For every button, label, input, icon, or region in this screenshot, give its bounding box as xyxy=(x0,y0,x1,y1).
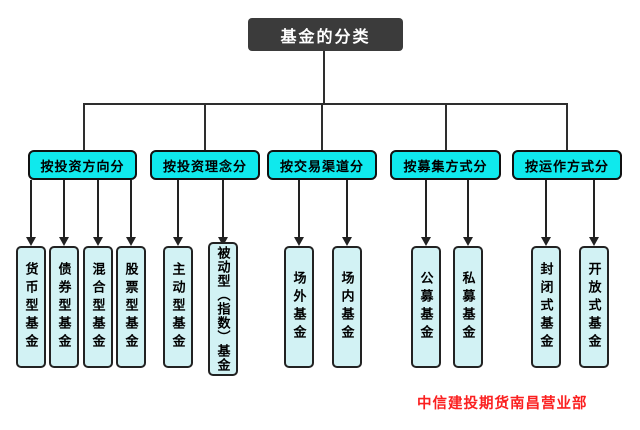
arrow-down-icon xyxy=(173,237,183,246)
leaf-node-active-fund: 主动型基金 xyxy=(163,246,193,368)
category-node-trading-channel: 按交易渠道分 xyxy=(267,150,377,180)
arrow-shaft xyxy=(298,180,300,238)
leaf-node-open-end-fund: 开放式基金 xyxy=(579,246,609,368)
arrow-shaft xyxy=(545,180,547,238)
connector-main-horizontal xyxy=(83,103,568,105)
leaf-node-bond-fund: 债券型基金 xyxy=(49,246,79,368)
leaf-node-public-fund: 公募基金 xyxy=(411,246,441,368)
arrow-down-icon xyxy=(589,237,599,246)
connector-branch-5 xyxy=(566,103,568,150)
arrow-shaft xyxy=(97,180,99,238)
leaf-node-money-fund: 货币型基金 xyxy=(16,246,46,368)
connector-branch-3 xyxy=(321,103,323,150)
category-node-investment-direction: 按投资方向分 xyxy=(28,150,137,180)
arrow-connector xyxy=(540,180,552,246)
arrow-shaft xyxy=(425,180,427,238)
root-node-title: 基金的分类 xyxy=(248,18,403,51)
category-node-fundraising-method: 按募集方式分 xyxy=(390,150,501,180)
arrow-down-icon xyxy=(463,237,473,246)
arrow-down-icon xyxy=(421,237,431,246)
arrow-down-icon xyxy=(59,237,69,246)
arrow-connector xyxy=(588,180,600,246)
leaf-node-otc-fund: 场外基金 xyxy=(284,246,314,368)
leaf-node-stock-fund: 股票型基金 xyxy=(116,246,146,368)
arrow-connector xyxy=(172,180,184,246)
arrow-down-icon xyxy=(26,237,36,246)
leaf-node-closed-end-fund: 封闭式基金 xyxy=(531,246,561,368)
connector-branch-2 xyxy=(204,103,206,150)
arrow-shaft xyxy=(130,180,132,238)
category-node-investment-philosophy: 按投资理念分 xyxy=(150,150,260,180)
connector-branch-4 xyxy=(445,103,447,150)
arrow-connector xyxy=(58,180,70,246)
arrow-connector xyxy=(462,180,474,246)
arrow-down-icon xyxy=(93,237,103,246)
leaf-node-private-fund: 私募基金 xyxy=(453,246,483,368)
arrow-connector xyxy=(125,180,137,246)
arrow-connector xyxy=(217,180,229,246)
category-node-operation-method: 按运作方式分 xyxy=(512,150,622,180)
arrow-connector xyxy=(420,180,432,246)
footer-watermark: 中信建投期货南昌营业部 xyxy=(417,396,588,412)
arrow-connector xyxy=(341,180,353,246)
arrow-connector xyxy=(92,180,104,246)
arrow-shaft xyxy=(30,180,32,238)
arrow-shaft xyxy=(346,180,348,238)
connector-root-stem xyxy=(323,51,325,104)
connector-branch-1 xyxy=(83,103,85,150)
arrow-shaft xyxy=(593,180,595,238)
arrow-shaft xyxy=(222,180,224,238)
arrow-down-icon xyxy=(541,237,551,246)
arrow-down-icon xyxy=(294,237,304,246)
arrow-connector xyxy=(25,180,37,246)
leaf-node-passive-index-fund: 被动型（指数）基金 xyxy=(208,242,238,376)
arrow-down-icon xyxy=(126,237,136,246)
arrow-shaft xyxy=(467,180,469,238)
arrow-down-icon xyxy=(218,237,228,246)
leaf-node-exchange-fund: 场内基金 xyxy=(332,246,362,368)
leaf-node-hybrid-fund: 混合型基金 xyxy=(83,246,113,368)
arrow-down-icon xyxy=(342,237,352,246)
arrow-shaft xyxy=(63,180,65,238)
arrow-connector xyxy=(293,180,305,246)
arrow-shaft xyxy=(177,180,179,238)
